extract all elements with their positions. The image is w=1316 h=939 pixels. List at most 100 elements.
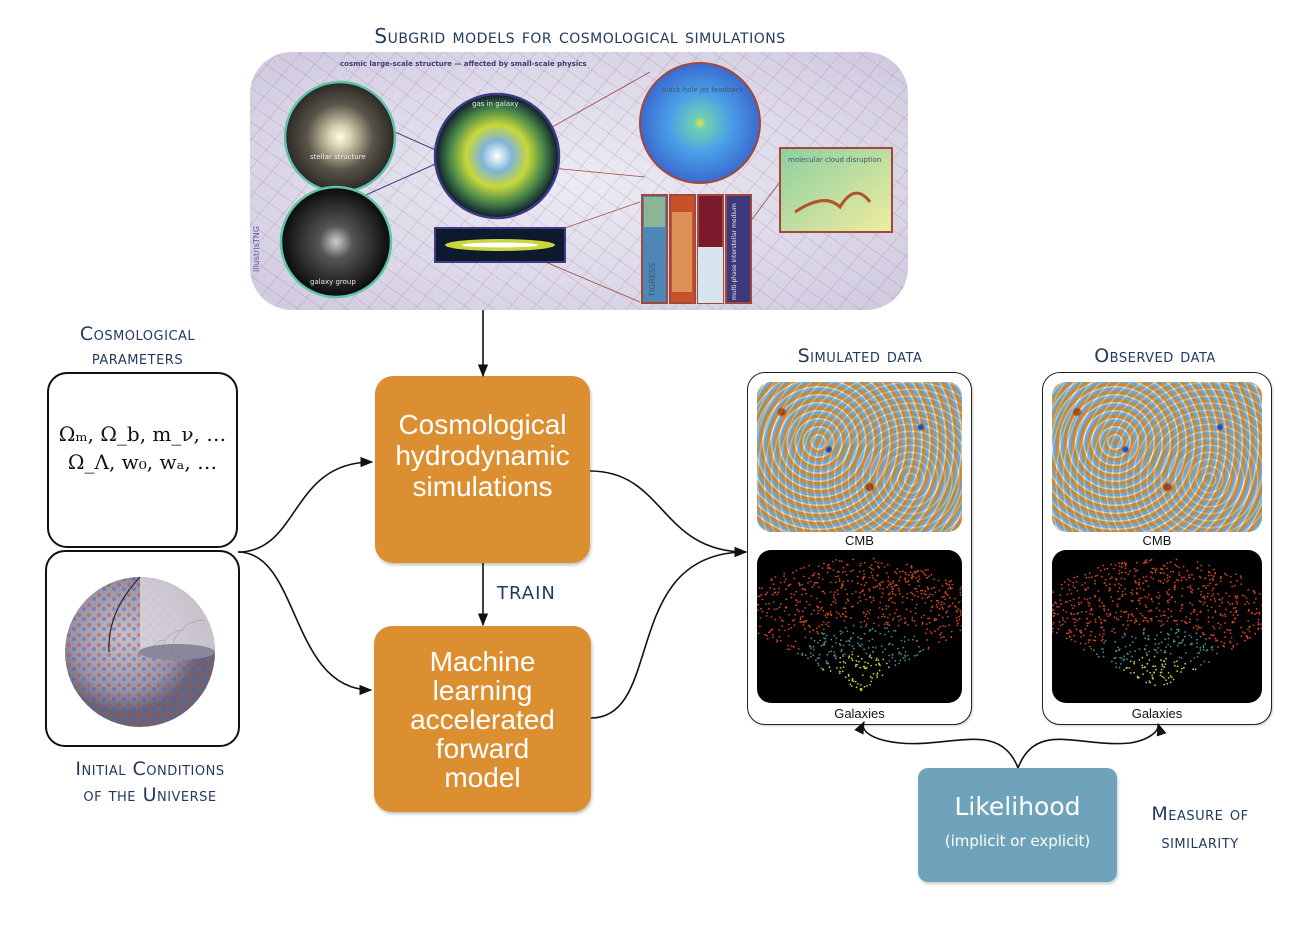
galaxy-point — [1086, 598, 1089, 601]
galaxy-point — [834, 655, 837, 658]
galaxy-point — [1166, 567, 1168, 570]
galaxy-point — [904, 621, 907, 624]
galaxy-point — [1145, 559, 1148, 561]
galaxy-point — [1131, 589, 1134, 591]
galaxy-point — [938, 607, 941, 610]
galaxy-point — [1213, 627, 1216, 630]
galaxy-point — [935, 619, 937, 621]
galaxy-point — [880, 581, 883, 584]
galaxy-point — [816, 641, 819, 644]
galaxy-point — [869, 628, 872, 631]
galaxy-point — [1196, 638, 1198, 641]
galaxy-point — [1153, 672, 1155, 674]
galaxy-point — [1248, 630, 1251, 633]
galaxy-point — [1103, 633, 1105, 635]
galaxy-point — [929, 610, 932, 612]
galaxy-point — [945, 582, 948, 585]
galaxy-point — [872, 557, 875, 560]
galaxy-point — [961, 624, 962, 627]
galaxy-point — [871, 627, 874, 630]
gas-in-galaxy-circle — [433, 92, 561, 220]
galaxy-point — [944, 598, 947, 600]
galaxy-point — [1261, 604, 1262, 607]
galaxy-point — [1188, 621, 1191, 623]
galaxy-point — [870, 564, 873, 566]
galaxy-point — [891, 601, 894, 604]
galaxy-point — [843, 620, 846, 622]
galaxy-point — [810, 613, 813, 616]
galaxy-point — [888, 597, 891, 600]
galaxy-point — [821, 632, 823, 634]
galaxy-point — [1072, 618, 1075, 620]
galaxy-point — [1185, 622, 1188, 625]
galaxy-point — [1052, 623, 1054, 625]
galaxy-point — [885, 608, 888, 610]
galaxy-point — [1111, 660, 1113, 663]
galaxy-point — [948, 596, 951, 599]
galaxy-point — [1172, 570, 1175, 573]
galaxy-point — [950, 630, 953, 633]
galaxy-point — [1199, 646, 1202, 649]
galaxy-point — [889, 583, 892, 586]
galaxy-point — [892, 617, 895, 620]
galaxy-point — [945, 611, 948, 614]
galaxy-point — [1098, 633, 1101, 636]
ml-box-line1: Machine — [429, 645, 536, 677]
galaxy-point — [801, 654, 804, 656]
galaxy-point — [1163, 572, 1165, 575]
galaxy-point — [1141, 614, 1144, 617]
galaxy-point — [1228, 595, 1231, 598]
galaxy-point — [803, 575, 805, 578]
galaxy-point — [1144, 666, 1146, 669]
galaxy-point — [1165, 646, 1167, 648]
galaxy-point — [920, 570, 922, 572]
galaxy-point — [1126, 652, 1128, 655]
galaxy-point — [1062, 619, 1064, 621]
galaxy-point — [904, 580, 907, 583]
galaxy-point — [1205, 586, 1207, 589]
galaxy-point — [942, 608, 944, 610]
galaxy-point — [1099, 605, 1101, 608]
galaxy-point — [1094, 575, 1097, 577]
galaxy-point — [945, 639, 947, 642]
galaxy-point — [818, 565, 820, 568]
galaxy-point — [1085, 610, 1088, 613]
sphere-shells — [151, 619, 205, 653]
galaxy-point — [926, 576, 929, 579]
gas-in-galaxy-label: gas in galaxy — [472, 100, 519, 108]
galaxy-point — [1073, 624, 1076, 627]
galaxy-point — [1090, 648, 1093, 650]
galaxy-point — [943, 603, 945, 605]
galaxy-point — [856, 602, 859, 604]
sphere-cut-plane — [139, 644, 215, 660]
galaxy-point — [1145, 644, 1148, 647]
galaxy-point — [1211, 595, 1213, 598]
galaxy-point — [865, 623, 868, 626]
galaxy-point — [899, 615, 901, 617]
observed-cmb-label: CMB — [1142, 533, 1172, 548]
galaxy-point — [1145, 575, 1148, 578]
galaxy-point — [941, 596, 944, 599]
galaxy-point — [899, 576, 902, 578]
galaxy-point — [1190, 612, 1192, 615]
galaxy-point — [1072, 598, 1075, 600]
galaxy-point — [848, 656, 850, 659]
galaxy-point — [1178, 642, 1180, 645]
galaxy-point — [852, 558, 854, 561]
galaxy-point — [876, 585, 879, 588]
simulated-galaxies-label: Galaxies — [834, 706, 885, 721]
galaxy-point — [760, 593, 763, 596]
galaxy-point — [812, 645, 815, 648]
galaxy-point — [813, 572, 816, 575]
galaxy-point — [1098, 599, 1101, 602]
galaxy-point — [1163, 650, 1166, 652]
galaxy-point — [891, 592, 894, 595]
galaxy-point — [1230, 581, 1232, 584]
galaxy-point — [761, 587, 763, 590]
galaxy-point — [870, 656, 873, 659]
galaxy-point — [1169, 652, 1172, 655]
galaxy-point — [768, 602, 771, 605]
galaxy-point — [1092, 639, 1095, 642]
galaxy-point — [927, 648, 930, 650]
galaxy-point — [1239, 626, 1242, 629]
